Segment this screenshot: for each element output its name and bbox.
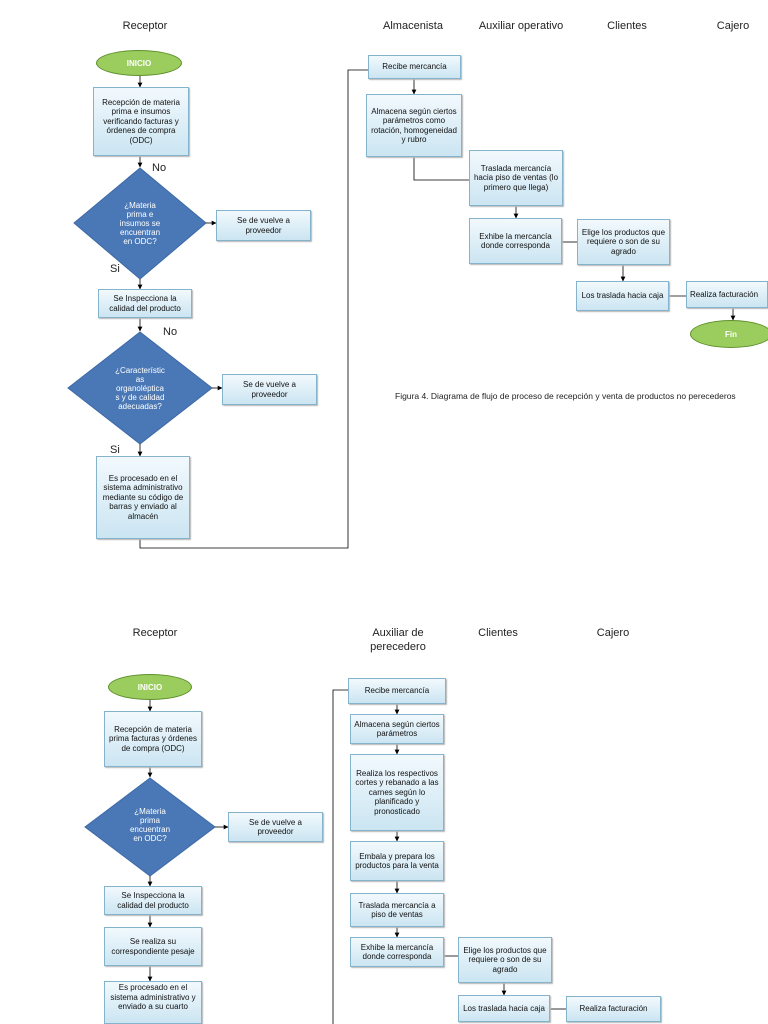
step-cortes-2: Realiza los respectivos cortes y rebanad… [350, 754, 444, 831]
decision-quality-text: ¿Característic as organoléptica s y de c… [115, 365, 165, 411]
figure-caption: Figura 4. Diagrama de flujo de proceso d… [395, 391, 736, 401]
step-devolver-proveedor-1: Se de vuelve a proveedor [216, 210, 311, 241]
step-elige-productos-2: Elige los productos que requiere o son d… [458, 937, 552, 983]
decision-odc-text-2: ¿Materia prima encuentran en ODC? [129, 807, 171, 843]
step-almacena: Almacena según ciertos parámetros como r… [366, 94, 462, 157]
step-exhibe-2: Exhibe la mercancía donde corresponda [350, 937, 444, 967]
lane-auxiliar-operativo: Auxiliar operativo [478, 20, 564, 32]
step-recepcion: Recepción de materia prima e insumos ver… [93, 87, 189, 156]
step-devolver-proveedor-2b: Se de vuelve a proveedor [228, 812, 323, 842]
label-si-1: Si [110, 263, 120, 275]
step-procesado: Es procesado en el sistema administrativ… [96, 456, 190, 539]
connector-almacena-traslada [413, 157, 469, 181]
step-inspecciona: Se Inspecciona la calidad del producto [98, 289, 192, 318]
label-no-1: No [152, 162, 167, 174]
step-elige-productos: Elige los productos que requiere o son d… [577, 219, 670, 265]
lane-auxiliar-perecedero: Auxiliar de perecedero [370, 627, 426, 653]
lane-cajero-2: Cajero [596, 627, 630, 639]
step-traslada-caja: Los traslada hacia caja [576, 281, 669, 311]
step-recibe-mercancia: Recibe mercancía [368, 55, 461, 79]
step-traslada-2: Traslada mercancía a piso de ventas [350, 893, 444, 927]
lane-receptor-2: Receptor [132, 627, 178, 639]
label-no-2: No [163, 326, 178, 338]
step-devolver-proveedor-2: Se de vuelve a proveedor [222, 374, 317, 405]
start-terminal: INICIO [96, 50, 182, 76]
step-embala-2: Embala y prepara los productos para la v… [350, 841, 444, 881]
step-inspecciona-2: Se Inspecciona la calidad del producto [104, 886, 202, 915]
label-si-2: Si [110, 444, 120, 456]
lane-cajero: Cajero [716, 20, 750, 32]
step-traslada-caja-2: Los traslada hacia caja [458, 995, 550, 1022]
step-procesado-2: Es procesado en el sistema administrativ… [104, 981, 202, 1024]
step-facturacion: Realiza facturación [686, 281, 768, 308]
lane-clientes-2: Clientes [478, 627, 518, 639]
step-traslada: Traslada mercancía hacia piso de ventas … [469, 150, 563, 206]
step-recibe-mercancia-2: Recibe mercancía [348, 678, 446, 704]
start-terminal-2: INICIO [108, 674, 192, 700]
decision-odc-text: ¿Materia prima e insumos se encuentran e… [119, 200, 161, 246]
lane-clientes: Clientes [607, 20, 647, 32]
step-almacena-2: Almacena según ciertos parámetros [350, 714, 444, 744]
lane-receptor: Receptor [122, 20, 168, 32]
lane-almacenista: Almacenista [383, 20, 443, 32]
step-pesaje-2: Se realiza su correspondiente pesaje [104, 927, 202, 966]
step-facturacion-2: Realiza facturación [566, 996, 661, 1022]
step-recepcion-2: Recepción de materia prima facturas y ór… [104, 711, 202, 767]
connector-procesado-recibe [139, 69, 368, 549]
connector-procesado-recibe-2 [332, 689, 348, 1024]
end-terminal: Fin [690, 320, 768, 348]
step-exhibe: Exhibe la mercancía donde corresponda [469, 218, 562, 264]
